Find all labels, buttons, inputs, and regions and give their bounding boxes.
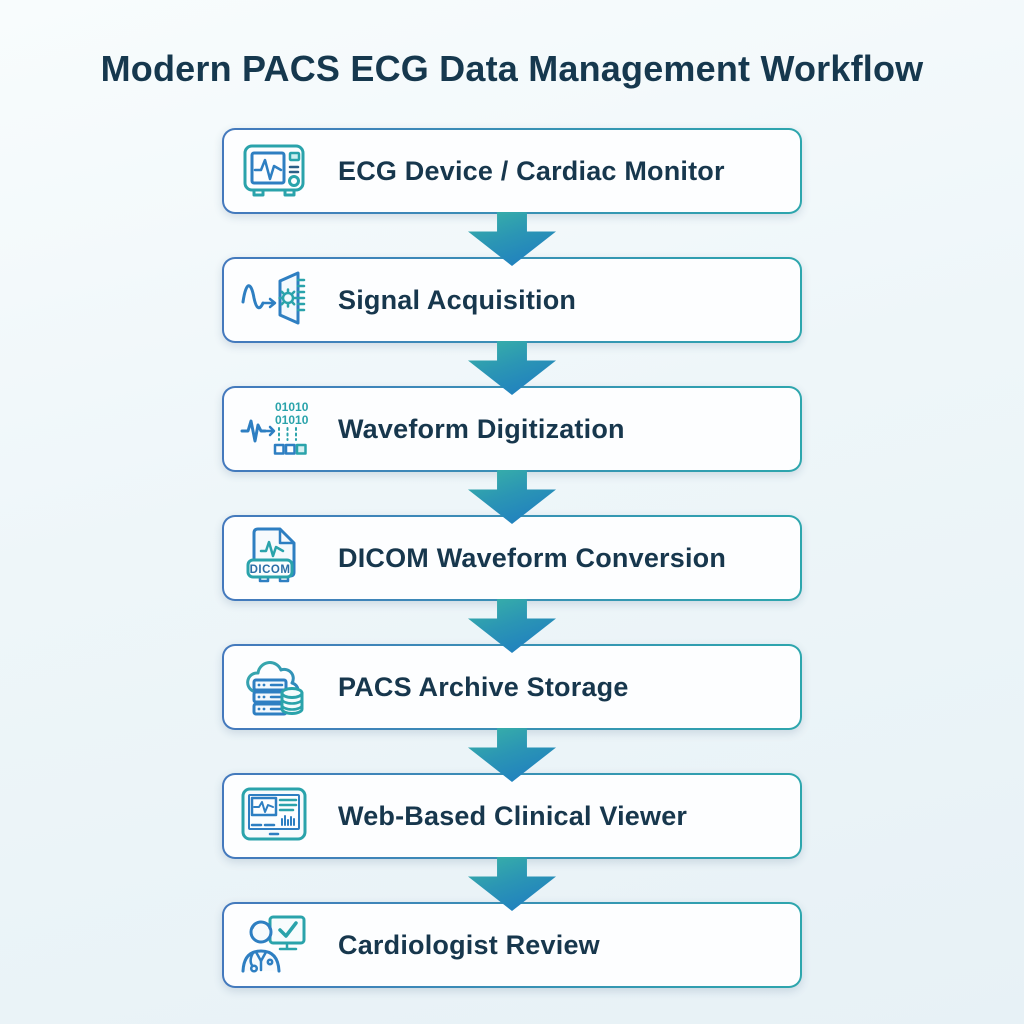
signal-acquisition-icon xyxy=(240,266,308,334)
workflow-step-pacs-archive: PACS Archive Storage xyxy=(222,644,802,782)
pacs-archive-icon xyxy=(240,653,308,721)
dicom-file-icon: DICOM xyxy=(240,524,308,592)
step-label: PACS Archive Storage xyxy=(338,671,629,702)
binary-text-row2: 01010 xyxy=(275,413,308,427)
step-box: PACS Archive Storage xyxy=(222,644,802,730)
step-label: Signal Acquisition xyxy=(338,284,577,315)
cardiologist-review-icon xyxy=(240,911,308,979)
workflow-step-ecg-device: ECG Device / Cardiac Monitor xyxy=(222,128,802,266)
step-label: Waveform Digitization xyxy=(338,413,625,444)
dicom-badge-text: DICOM xyxy=(250,564,291,576)
step-box: Signal Acquisition xyxy=(222,257,802,343)
step-box: DICOM DICOM Waveform Conversion xyxy=(222,515,802,601)
step-label: ECG Device / Cardiac Monitor xyxy=(338,155,725,186)
clinical-viewer-icon xyxy=(240,782,308,850)
workflow-steps: ECG Device / Cardiac Monitor xyxy=(222,128,802,988)
step-box: ECG Device / Cardiac Monitor xyxy=(222,128,802,214)
workflow-step-waveform-digitization: 01010 01010 Waveform Digitization xyxy=(222,386,802,524)
step-box: Web-Based Clinical Viewer xyxy=(222,773,802,859)
workflow-step-dicom-conversion: DICOM DICOM Waveform Conversion xyxy=(222,515,802,653)
binary-text-row1: 01010 xyxy=(275,400,308,414)
workflow-step-clinical-viewer: Web-Based Clinical Viewer xyxy=(222,773,802,911)
ecg-monitor-icon xyxy=(240,137,308,205)
page-title: Modern PACS ECG Data Management Workflow xyxy=(100,48,924,89)
step-label: Web-Based Clinical Viewer xyxy=(338,800,688,831)
step-box: Cardiologist Review xyxy=(222,902,802,988)
step-label: DICOM Waveform Conversion xyxy=(338,542,727,573)
waveform-digitization-icon: 01010 01010 xyxy=(240,395,308,463)
step-box: 01010 01010 Waveform Digitization xyxy=(222,386,802,472)
workflow-step-signal-acquisition: Signal Acquisition xyxy=(222,257,802,395)
workflow-step-cardiologist-review: Cardiologist Review xyxy=(222,902,802,988)
step-label: Cardiologist Review xyxy=(338,929,600,960)
